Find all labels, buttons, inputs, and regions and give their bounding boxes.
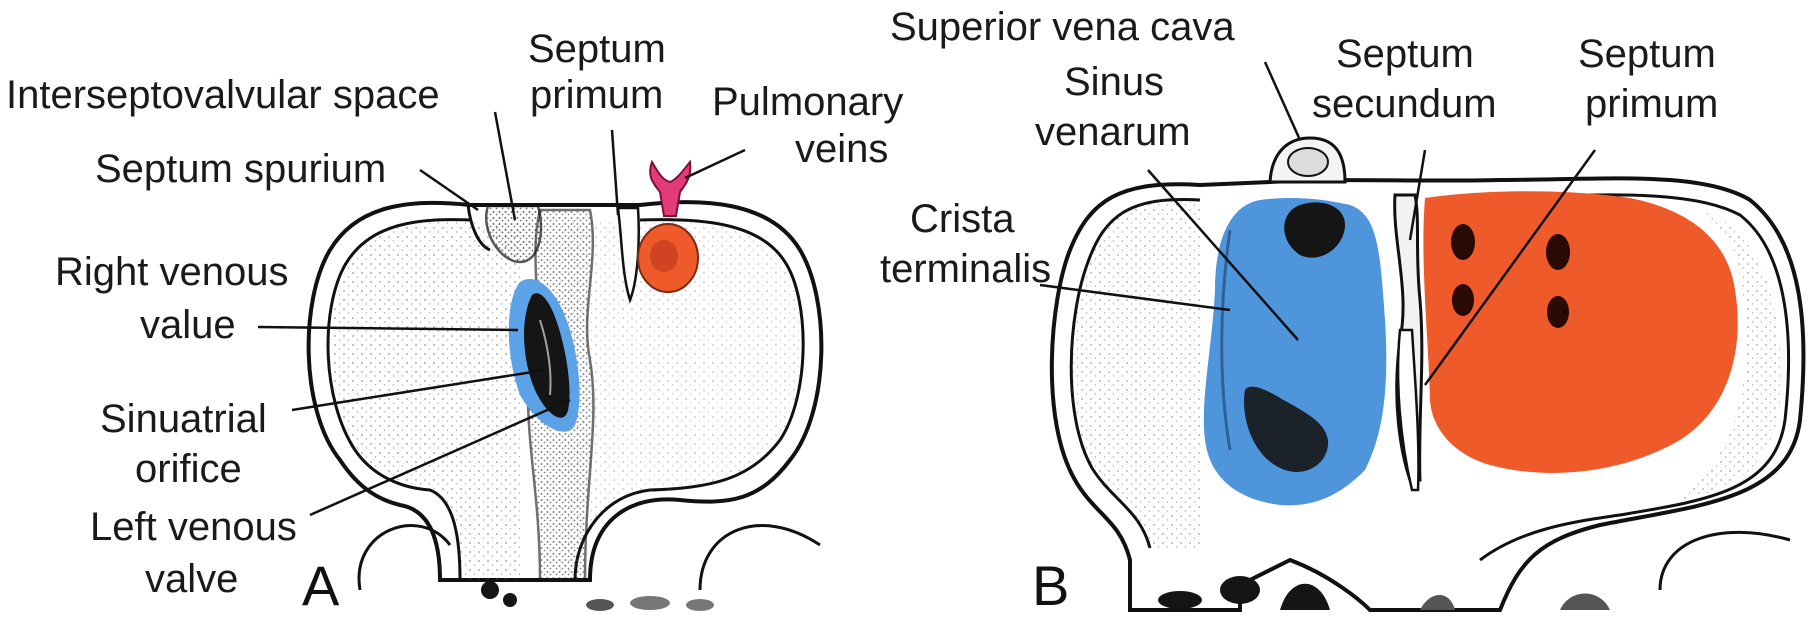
panel-b-pulmonary-opening-1 <box>1451 224 1475 260</box>
panel-a-label-left-valve-line1: Left venous <box>90 505 297 549</box>
panel-b-pulmonary-opening-4 <box>1547 296 1569 328</box>
panel-a-bottom-marks <box>481 581 714 611</box>
panel-a-right-ventricle-curve <box>700 526 820 590</box>
panel-b-label-sinus-line2: venarum <box>1035 110 1191 154</box>
panel-b-label-primum-line1: Septum <box>1578 32 1716 76</box>
panel-a-letter: A <box>302 554 340 617</box>
panel-b-label-primum-line2: primum <box>1585 82 1718 126</box>
panel-a-label-interseptovalvular: Interseptovalvular space <box>6 73 440 117</box>
panel-a-label-pulmonary-line1: Pulmonary <box>712 80 903 124</box>
panel-a: Septum primum Interseptovalvular space P… <box>6 27 903 617</box>
panel-a-leader-pulmonary <box>685 150 745 178</box>
panel-b-label-secundum-line2: secundum <box>1312 82 1497 126</box>
panel-b-left-ventricle-curve <box>1660 532 1790 590</box>
panel-b-label-crista-line2: terminalis <box>880 247 1051 291</box>
panel-a-label-right-valve-line2: value <box>140 303 236 347</box>
panel-a-label-sinuatrial-line2: orifice <box>135 447 242 491</box>
panel-a-label-septum-spurium: Septum spurium <box>95 147 386 191</box>
panel-b-label-crista-line1: Crista <box>910 197 1015 241</box>
panel-a-pulmonary-opening-shadow <box>650 240 678 272</box>
panel-a-label-pulmonary-line2: veins <box>795 127 888 171</box>
panel-a-label-left-valve-line2: valve <box>145 557 238 601</box>
panel-b: Superior vena cava Sinus venarum Septum … <box>880 5 1803 617</box>
panel-b-leader-svc <box>1265 62 1300 140</box>
panel-a-leader-septum-primum <box>612 130 618 215</box>
panel-a-label-right-valve-line1: Right venous <box>55 250 288 294</box>
panel-a-label-septum-primum-line2: primum <box>530 73 663 117</box>
panel-b-label-sinus-line1: Sinus <box>1064 60 1164 104</box>
panel-b-pulmonary-opening-2 <box>1452 284 1474 316</box>
panel-a-label-septum-primum-line1: Septum <box>528 27 666 71</box>
panel-b-label-svc: Superior vena cava <box>890 5 1235 49</box>
panel-a-label-sinuatrial-line1: Sinuatrial <box>100 397 267 441</box>
panel-b-svc-opening <box>1288 148 1328 176</box>
panel-b-letter: B <box>1032 554 1069 617</box>
panel-b-pulmonary-opening-3 <box>1546 234 1570 270</box>
panel-b-label-secundum-line1: Septum <box>1336 32 1474 76</box>
